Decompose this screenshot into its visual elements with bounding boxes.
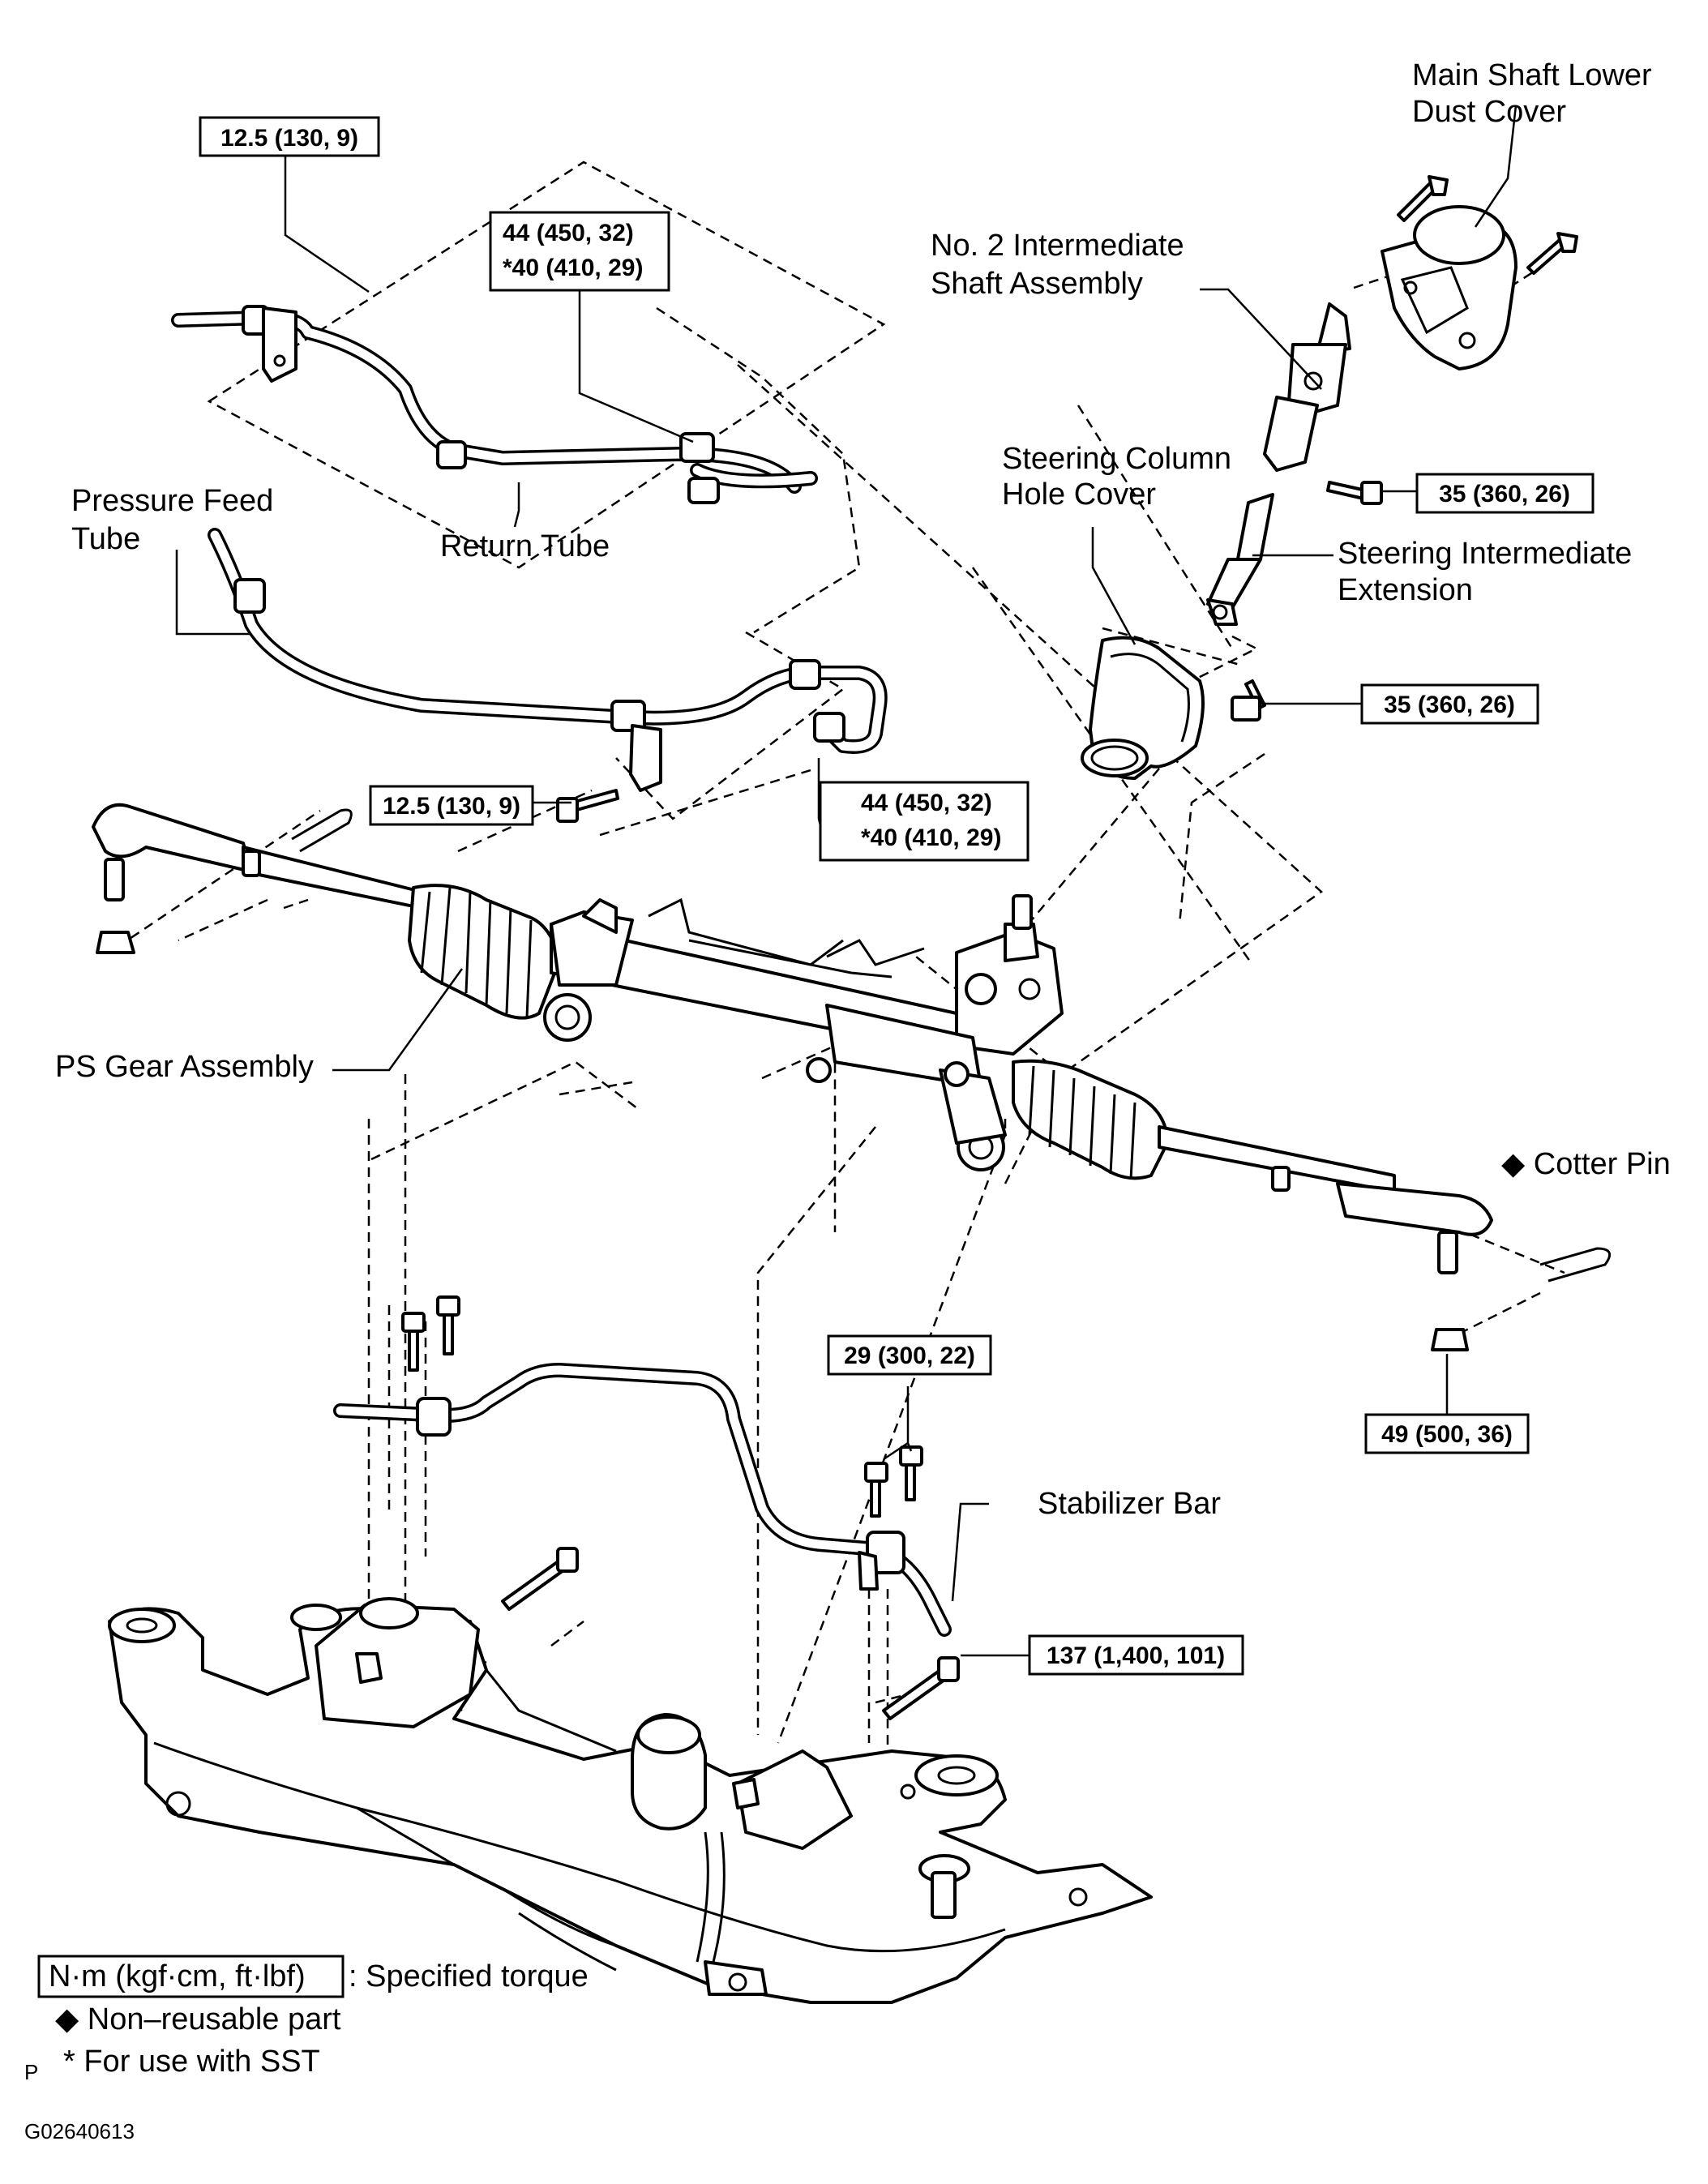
intermediate-shaft-bolt <box>1326 481 1383 505</box>
stabilizer-bar <box>333 1363 952 1637</box>
torque-extension-bolt: 35 (360, 26) <box>1360 683 1539 725</box>
stabilizer-bracket-bolts <box>401 1295 923 1518</box>
legend: N·m (kgf·cm, ft·lbf) : Specified torque … <box>24 1955 589 2143</box>
svg-text:12.5 (130, 9): 12.5 (130, 9) <box>383 793 520 820</box>
torque-tie-rod-nut: 49 (500, 36) <box>1364 1413 1530 1454</box>
figure-code: G02640613 <box>24 2119 135 2143</box>
svg-text:44 (450, 32): 44 (450, 32) <box>861 790 992 816</box>
label-return-tube: Return Tube <box>440 529 610 563</box>
label-no2-intermediate-shaft-1: No. 2 Intermediate <box>931 229 1184 263</box>
label-pressure-feed-tube-2: Tube <box>71 522 140 556</box>
torque-gear-mount-bolt: 137 (1,400, 101) <box>1028 1634 1244 1676</box>
label-steering-column-hole-cover-2: Hole Cover <box>1002 477 1156 512</box>
legend-sst-marker: P <box>24 2060 38 2084</box>
label-ps-gear-assembly: PS Gear Assembly <box>55 1050 314 1084</box>
svg-text:*40 (410, 29): *40 (410, 29) <box>503 255 643 281</box>
legend-non-reusable: ◆ Non–reusable part <box>55 2002 341 2036</box>
ps-gear-assembly <box>92 803 1612 1351</box>
torque-feed-tube-union: 44 (450, 32) *40 (410, 29) <box>819 781 1030 862</box>
label-main-shaft-lower-dust-cover-2: Dust Cover <box>1412 95 1566 129</box>
svg-text:137 (1,400, 101): 137 (1,400, 101) <box>1047 1642 1225 1669</box>
front-crossmember <box>108 1547 1153 2004</box>
label-steering-column-hole-cover-1: Steering Column <box>1002 442 1231 476</box>
dust-cover-bolt-right <box>1526 232 1578 275</box>
legend-unit-text: N·m (kgf·cm, ft·lbf) <box>49 1959 306 1993</box>
label-stabilizer-bar: Stabilizer Bar <box>1038 1487 1221 1521</box>
svg-text:35 (360, 26): 35 (360, 26) <box>1384 692 1515 718</box>
torque-feed-tube-clamp-bolt: 12.5 (130, 9) <box>369 785 534 826</box>
no2-intermediate-shaft-assembly <box>1263 302 1351 472</box>
legend-unit-box <box>37 1955 345 1998</box>
extension-bolt <box>1231 679 1266 722</box>
svg-text:*40 (410, 29): *40 (410, 29) <box>861 824 1001 851</box>
dust-cover-bolt-left <box>1397 175 1449 222</box>
legend-specified-torque: : Specified torque <box>349 1959 589 1993</box>
label-no2-intermediate-shaft-2: Shaft Assembly <box>931 267 1143 301</box>
torque-intermediate-shaft-bolt: 35 (360, 26) <box>1415 473 1595 514</box>
leader-lines <box>175 105 1518 1657</box>
svg-text:12.5 (130, 9): 12.5 (130, 9) <box>220 125 358 152</box>
label-cotter-pin: ◆ Cotter Pin <box>1501 1147 1671 1181</box>
main-shaft-lower-dust-cover <box>1381 205 1518 370</box>
svg-text:35 (360, 26): 35 (360, 26) <box>1439 481 1570 507</box>
svg-text:49 (500, 36): 49 (500, 36) <box>1381 1421 1513 1448</box>
feed-tube-clamp-bolt <box>556 789 619 823</box>
torque-stabilizer-bracket-bolts: 29 (300, 22) <box>827 1334 992 1376</box>
label-main-shaft-lower-dust-cover-1: Main Shaft Lower <box>1412 58 1652 92</box>
return-tube <box>171 305 802 494</box>
svg-text:44 (450, 32): 44 (450, 32) <box>503 220 634 246</box>
label-pressure-feed-tube-1: Pressure Feed <box>71 484 273 518</box>
pressure-feed-tube <box>208 528 888 792</box>
steering-column-hole-cover <box>1081 636 1205 780</box>
torque-return-tube-union: 44 (450, 32) *40 (410, 29) <box>489 211 670 292</box>
steering-intermediate-extension <box>1206 493 1274 626</box>
label-steering-intermediate-extension-1: Steering Intermediate <box>1338 537 1632 571</box>
legend-sst-note: * For use with SST <box>63 2045 320 2079</box>
svg-text:29 (300, 22): 29 (300, 22) <box>844 1343 975 1369</box>
torque-return-tube-bolt: 12.5 (130, 9) <box>199 116 380 157</box>
label-steering-intermediate-extension-2: Extension <box>1338 573 1473 607</box>
